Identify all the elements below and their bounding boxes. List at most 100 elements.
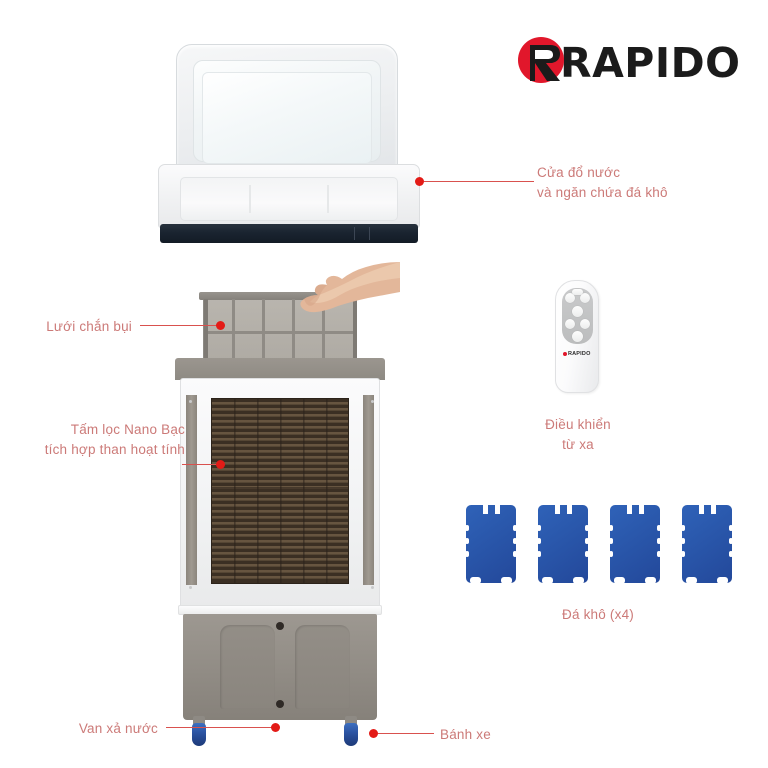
ice-pack-rib <box>537 538 541 544</box>
caster-body <box>344 723 358 746</box>
caster-bracket <box>345 716 357 725</box>
callout-label-caster-wheel: Bánh xe <box>440 727 491 742</box>
cooler-top-shoulder <box>175 358 385 380</box>
ice-pack-rib <box>729 538 733 544</box>
caster-wheel-right <box>344 716 358 746</box>
leader-line-caster-wheel <box>378 733 434 734</box>
ice-pack-rib <box>585 538 589 544</box>
ice-pack-foot <box>717 577 728 584</box>
ice-pack-foot <box>614 577 625 584</box>
ice-pack-rib <box>465 525 469 531</box>
ice-pack-notch <box>639 504 644 514</box>
cabinet-screw <box>371 586 374 589</box>
ice-pack-foot <box>645 577 656 584</box>
callout-label-water-door: Cửa đổ nước và ngăn chứa đá khô <box>537 165 668 201</box>
ice-pack-notch <box>555 504 560 514</box>
logo-r-glyph-icon <box>530 45 560 81</box>
hand-icon <box>300 262 400 313</box>
honeycomb-texture <box>212 399 348 583</box>
mesh-grid-line <box>204 331 355 334</box>
remote-button-7[interactable] <box>572 289 583 295</box>
leader-line-nano-filter <box>182 464 222 465</box>
lid-window-panel <box>202 72 372 164</box>
mesh-frame-edge <box>353 299 357 365</box>
ice-pack-rib <box>729 525 733 531</box>
marker-dot-caster-wheel <box>369 729 378 738</box>
marker-dot-dust-filter <box>216 321 225 330</box>
tank-recess-left <box>220 625 275 709</box>
remote-brand-logo: RAPIDO <box>556 351 598 357</box>
brand-wordmark: RAPIDO <box>560 38 741 87</box>
ice-pack-notch <box>699 504 704 514</box>
ice-pack-4 <box>681 504 733 584</box>
leader-line-dust-filter <box>140 325 220 326</box>
ice-pack-3 <box>609 504 661 584</box>
callout-label-nano-filter: Tấm lọc Nano Bạc tích hợp than hoạt tính <box>44 422 185 458</box>
ice-pack-rib <box>513 538 517 544</box>
ice-pack-rib <box>585 551 589 557</box>
ice-pack-rib <box>657 538 661 544</box>
ice-pack-rib <box>609 525 613 531</box>
ice-pack-rib <box>609 551 613 557</box>
ice-pack-rib <box>681 525 685 531</box>
marker-dot-water-door <box>415 177 424 186</box>
ice-pack-2 <box>537 504 589 584</box>
remote-button-1[interactable] <box>565 293 575 303</box>
marker-dot-nano-filter <box>216 460 225 469</box>
drain-valve-port <box>276 700 284 708</box>
remote-brand-text: RAPIDO <box>567 351 591 357</box>
mesh-frame-edge <box>204 299 208 365</box>
caster-bracket <box>193 716 205 725</box>
remote-control-device[interactable]: RAPIDO <box>555 280 599 393</box>
ice-pack-rib <box>729 551 733 557</box>
ice-pack-rib <box>465 551 469 557</box>
ice-pack-rib <box>681 538 685 544</box>
remote-button-pad <box>562 288 593 344</box>
cabinet-side-vent-right <box>363 395 374 585</box>
tank-upper-port <box>276 622 284 630</box>
cabinet-side-vent-left <box>186 395 197 585</box>
ice-pack-foot <box>470 577 481 584</box>
lid-dark-base-strip <box>160 224 418 243</box>
remote-button-6[interactable] <box>572 331 583 342</box>
remote-button-2[interactable] <box>580 293 590 303</box>
remote-button-4[interactable] <box>565 319 575 329</box>
ice-pack-rib <box>513 551 517 557</box>
cabinet-screw <box>189 400 192 403</box>
ice-pack-rib <box>609 538 613 544</box>
remote-button-3[interactable] <box>572 306 583 317</box>
ice-pack-notch <box>567 504 572 514</box>
remote-logo-dot-icon <box>563 351 568 356</box>
ice-pack-rib <box>585 525 589 531</box>
ice-pack-foot <box>573 577 584 584</box>
dust-filter-mesh <box>199 292 360 366</box>
ice-pack-rib <box>513 525 517 531</box>
brand-logo: RAPIDO <box>516 33 740 93</box>
ice-pack-body <box>610 505 660 583</box>
ice-pack-notch <box>711 504 716 514</box>
cabinet-screw <box>189 586 192 589</box>
water-fill-lid-assembly <box>158 44 420 249</box>
ice-pack-rib <box>465 538 469 544</box>
cabinet-screw <box>371 400 374 403</box>
ice-pack-rib <box>681 551 685 557</box>
tank-recess-right <box>295 625 350 709</box>
marker-dot-drain-valve <box>271 723 280 732</box>
ice-pack-notch <box>483 504 488 514</box>
ice-pack-rib <box>537 551 541 557</box>
ice-pack-foot <box>501 577 512 584</box>
ice-pack-1 <box>465 504 517 584</box>
leader-line-water-door <box>424 181 534 182</box>
rapido-mark-icon <box>516 35 572 91</box>
ice-pack-body <box>466 505 516 583</box>
callout-label-drain-valve: Van xả nước <box>78 721 158 736</box>
remote-button-5[interactable] <box>580 319 590 329</box>
lid-tray-inner-well <box>180 177 398 221</box>
ice-pack-body <box>538 505 588 583</box>
remote-control-label: Điều khiển từ xa <box>545 417 611 453</box>
dust-filter-top-rail <box>199 292 360 300</box>
ice-pack-rib <box>657 525 661 531</box>
ice-pack-rib <box>537 525 541 531</box>
ice-pack-notch <box>495 504 500 514</box>
callout-label-dust-filter: Lưới chắn bụi <box>46 319 132 334</box>
